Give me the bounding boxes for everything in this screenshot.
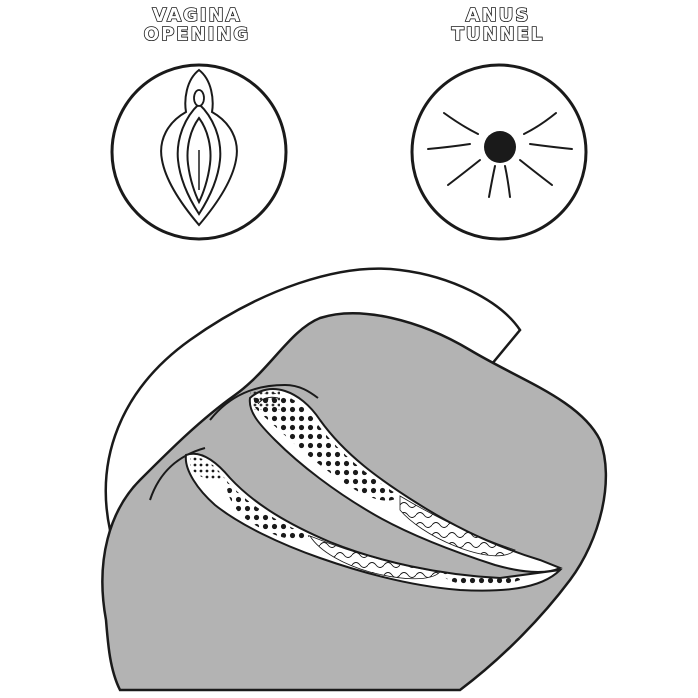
anus-label-line1: ANUS	[465, 5, 531, 26]
anus-tunnel-label: ANUS TUNNEL	[398, 5, 598, 45]
vagina-channel	[184, 452, 563, 592]
vagina-label-line2: OPENING	[143, 24, 251, 45]
masturbator-body	[101, 267, 608, 692]
vagina-label-line1: VAGINA	[152, 5, 242, 26]
anus-label-line2: TUNNEL	[451, 24, 545, 45]
anus-icon	[410, 63, 588, 241]
vulva-icon	[110, 63, 288, 241]
vagina-opening-label: VAGINA OPENING	[97, 5, 297, 45]
